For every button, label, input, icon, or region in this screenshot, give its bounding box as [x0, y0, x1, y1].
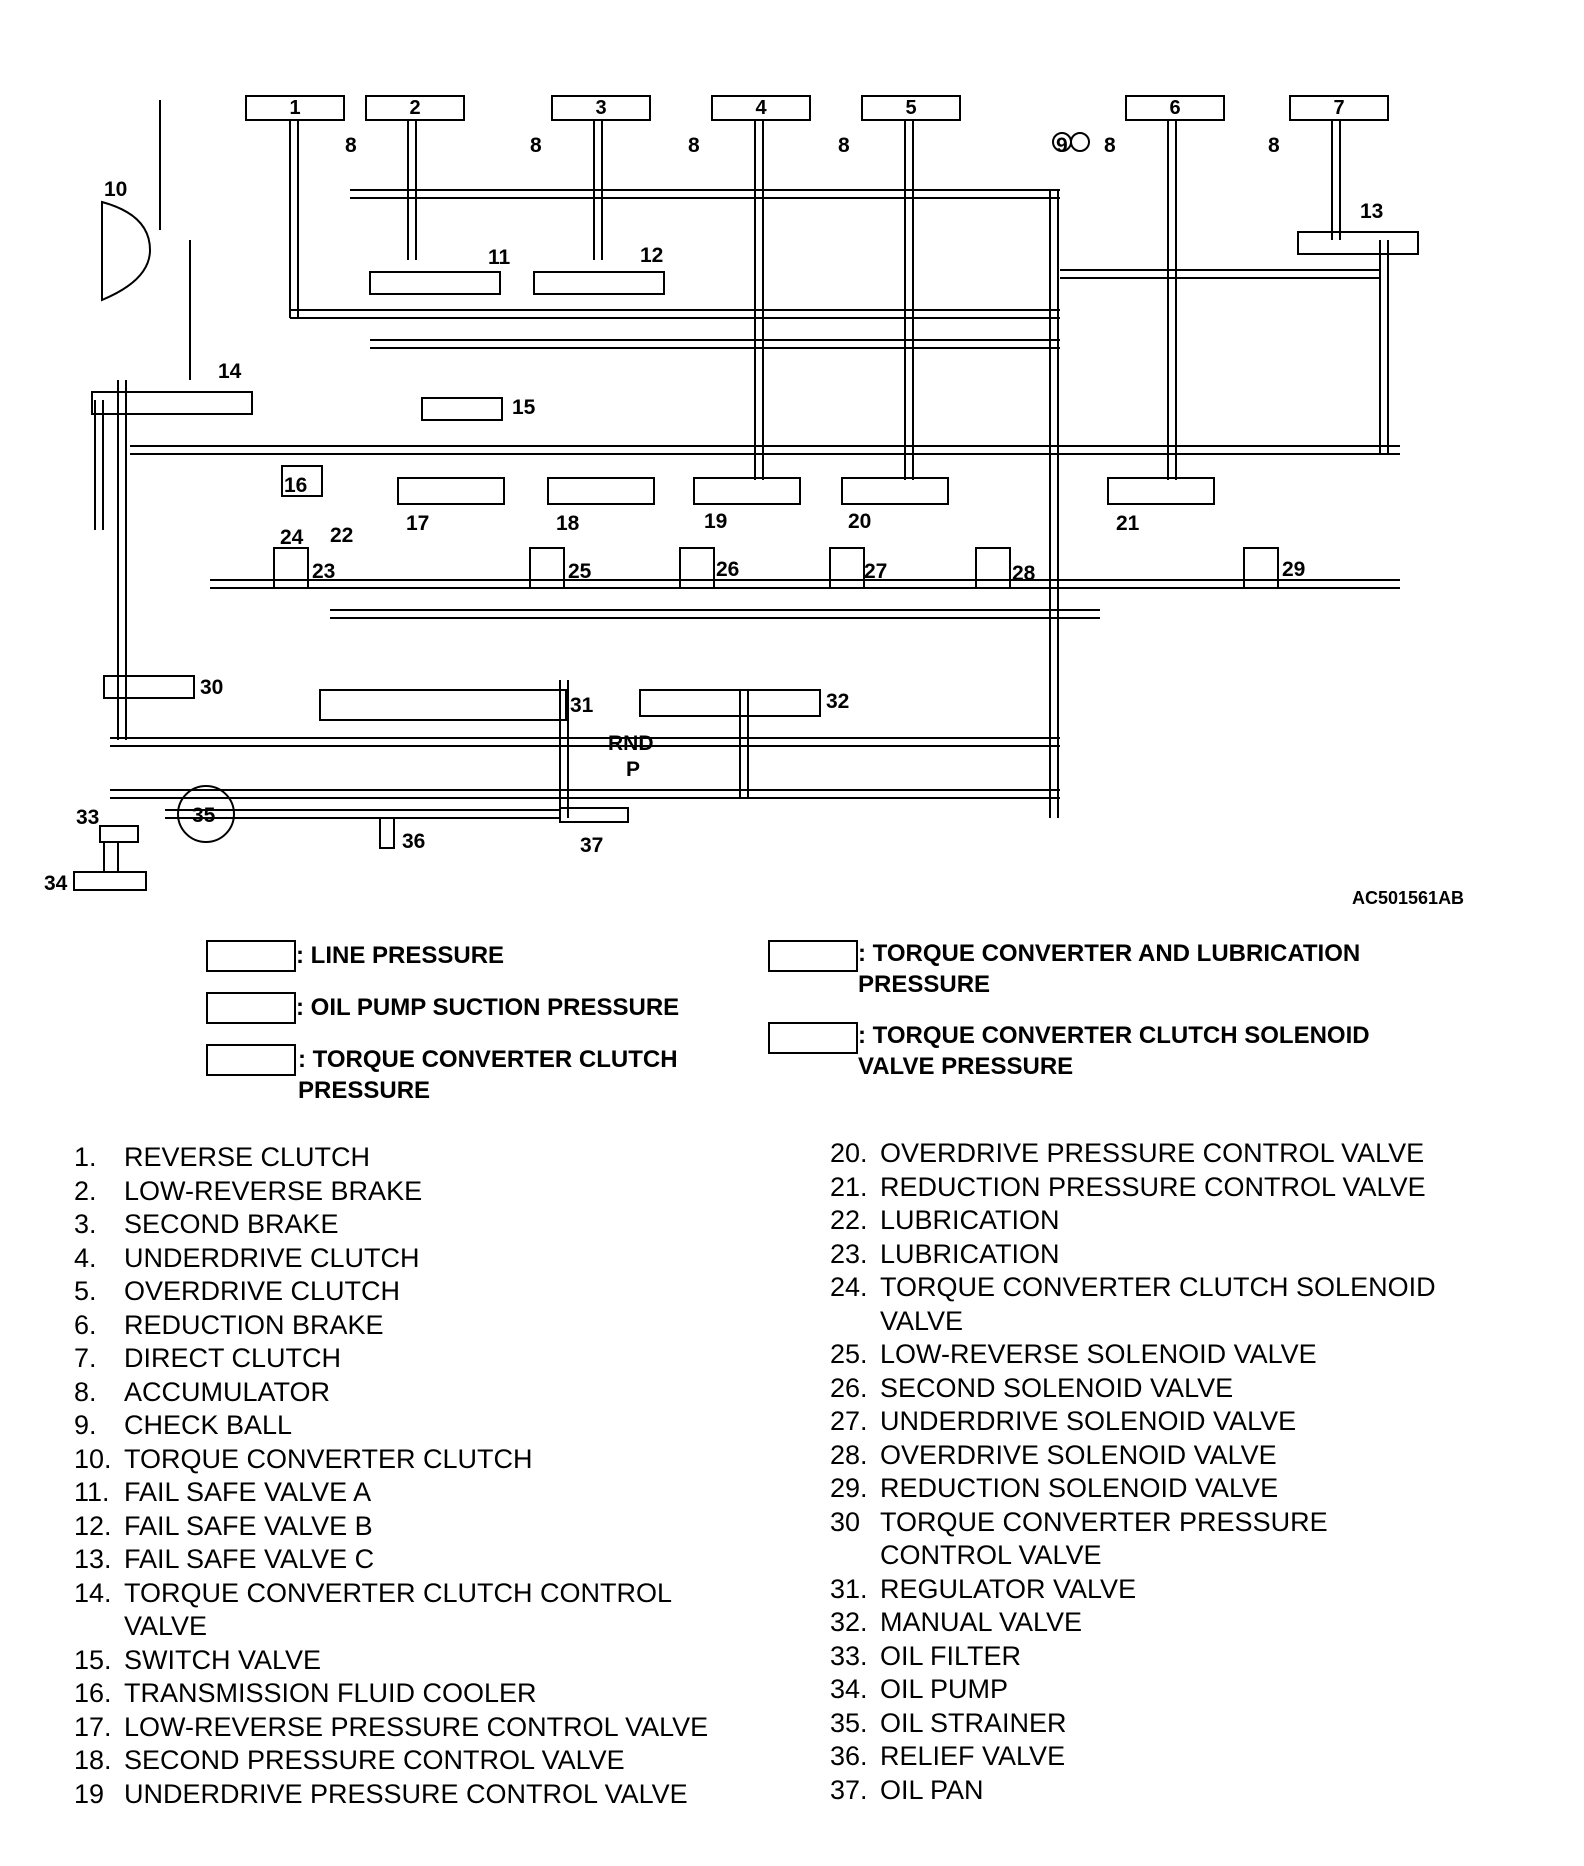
callout-34: 34 [44, 872, 68, 895]
callout-29: 29 [1282, 558, 1305, 581]
callout-14: 14 [218, 360, 242, 383]
callout-12: 12 [640, 244, 663, 267]
callout-9: 9 [1056, 134, 1068, 157]
callout-8: 8 [838, 134, 850, 157]
torque-converter-shape [101, 200, 152, 302]
clutch-box-5 [861, 95, 961, 121]
callout-20: 20 [848, 510, 871, 533]
oil-passages [94, 100, 1400, 819]
clutch-box-4-label: 4 [755, 97, 767, 119]
legend-swatch-suction-pressure [206, 992, 296, 1024]
callout-27: 27 [864, 560, 887, 583]
clutch-box-5-label: 5 [905, 97, 916, 119]
parts-list-right: 20.OVERDRIVE PRESSURE CONTROL VALVE 21.R… [830, 1138, 1436, 1805]
fail-safe-valve-b [533, 271, 665, 295]
oil-pan [559, 807, 629, 823]
callout-30: 30 [200, 676, 223, 699]
callout-8: 8 [345, 134, 357, 157]
legend-label-suction-pressure: : OIL PUMP SUCTION PRESSURE [296, 994, 680, 1021]
clutch-box-7-label: 7 [1333, 97, 1344, 119]
callout-33: 33 [76, 806, 99, 829]
tc-pressure-control-valve [103, 675, 195, 699]
fail-safe-valve-a [369, 271, 501, 295]
clutch-box-2-label: 2 [409, 97, 420, 119]
legend-swatch-tcc-solenoid-pressure [768, 1022, 858, 1054]
legend-swatch-tc-lubrication-pressure [768, 940, 858, 972]
callout-16: 16 [284, 474, 307, 497]
callout-8: 8 [1268, 134, 1280, 157]
overdrive-solenoid-valve [975, 547, 1011, 589]
callout-13: 13 [1360, 200, 1383, 223]
clutch-box-1-label: 1 [289, 97, 300, 119]
parts-list-left: 1.REVERSE CLUTCH 2.LOW-REVERSE BRAKE 3.S… [74, 1142, 709, 1809]
relief-valve [379, 817, 395, 849]
oil-strainer-shape [177, 785, 235, 843]
legend-label-tc-lubrication-pressure: : TORQUE CONVERTER AND LUBRICATION PRESS… [858, 940, 1361, 998]
legend-label-tcc-pressure: : TORQUE CONVERTER CLUTCH PRESSURE [298, 1046, 678, 1104]
callout-32: 32 [826, 690, 849, 713]
manual-valve [639, 689, 821, 717]
fluid-cooler [281, 465, 323, 497]
callout-22: 22 [330, 524, 353, 547]
callout-8: 8 [688, 134, 700, 157]
regulator-valve [319, 689, 567, 721]
callout-11: 11 [488, 246, 511, 269]
callout-17: 17 [406, 512, 429, 535]
hydraulic-circuit-diagram: 1 2 3 4 5 6 7 8 8 8 8 8 8 9 10 11 12 13 … [44, 95, 1419, 895]
callout-26: 26 [716, 558, 739, 581]
callout-10: 10 [104, 178, 127, 201]
legend-swatch-tcc-pressure [206, 1044, 296, 1076]
fail-safe-valve-c [1297, 231, 1419, 255]
clutch-box-1 [245, 95, 345, 121]
callout-18: 18 [556, 512, 580, 535]
tcc-control-valve [91, 391, 253, 415]
callout-21: 21 [1116, 512, 1140, 535]
overdrive-pressure-control-valve [841, 477, 949, 505]
callout-25: 25 [568, 560, 592, 583]
callout-23: 23 [312, 560, 335, 583]
legend-label-tcc-solenoid-pressure: : TORQUE CONVERTER CLUTCH SOLENOID VALVE… [858, 1022, 1370, 1080]
callout-31: 31 [570, 694, 594, 717]
second-solenoid-valve [679, 547, 715, 589]
underdrive-solenoid-valve [829, 547, 865, 589]
callout-19: 19 [704, 510, 727, 533]
callout-36: 36 [402, 830, 425, 853]
tcc-solenoid-valve [273, 547, 309, 589]
reduction-solenoid-valve [1243, 547, 1279, 589]
low-reverse-solenoid-valve [529, 547, 565, 589]
gear-range-p: P [626, 758, 640, 781]
clutch-box-3-label: 3 [595, 97, 606, 119]
callout-8: 8 [530, 134, 542, 157]
callout-8: 8 [1104, 134, 1116, 157]
clutch-box-4 [711, 95, 811, 121]
callout-15: 15 [512, 396, 536, 419]
legend-label-line-pressure: : LINE PRESSURE [296, 942, 505, 969]
figure-code: AC501561AB [1352, 888, 1465, 908]
callout-28: 28 [1012, 562, 1036, 585]
callout-24: 24 [280, 526, 304, 549]
oil-pump-shape [73, 841, 147, 891]
gear-range-rnd: RND [608, 732, 654, 755]
reduction-pressure-control-valve [1107, 477, 1215, 505]
callout-35: 35 [192, 804, 216, 827]
callout-37: 37 [580, 834, 603, 857]
clutch-box-6-label: 6 [1169, 97, 1180, 119]
switch-valve [421, 397, 503, 421]
oil-filter [99, 825, 139, 843]
check-ball-right [1070, 132, 1090, 152]
low-reverse-pressure-control-valve [397, 477, 505, 505]
second-pressure-control-valve [547, 477, 655, 505]
underdrive-pressure-control-valve [693, 477, 801, 505]
legend-swatch-line-pressure [206, 940, 296, 972]
